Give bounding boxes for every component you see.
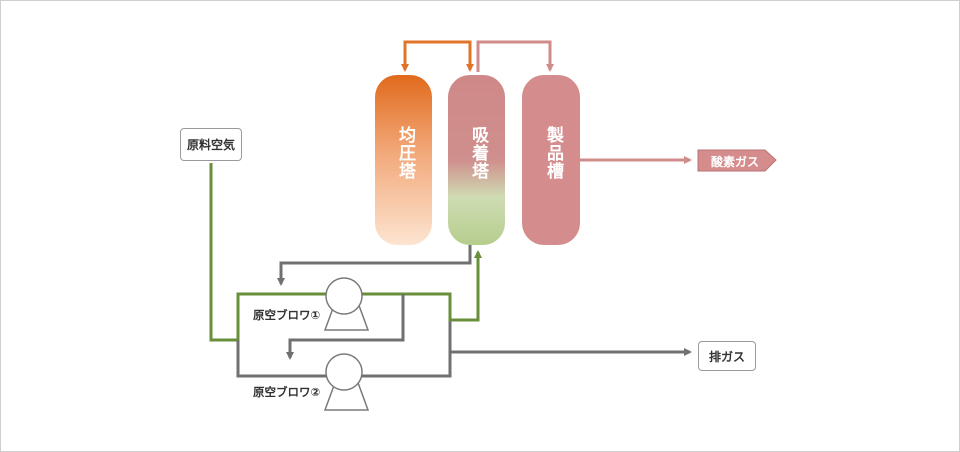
equalizer-tower <box>375 75 432 245</box>
feed-air-box: 原料空気 <box>180 128 242 161</box>
blower2-label: 原空ブロワ② <box>253 385 321 399</box>
blower-crossover-pipe <box>286 294 405 360</box>
feed-air-line <box>209 163 238 342</box>
blower2-symbol <box>323 353 370 411</box>
adsorber-exhaust-pipe <box>277 245 472 286</box>
oxygen-gas-label: 酸素ガス <box>711 155 760 169</box>
adsorber-to-product-pipe <box>476 40 554 72</box>
product-tank-label: 製品槽 <box>543 126 563 180</box>
blower1-label: 原空ブロワ① <box>253 308 321 322</box>
equalizer-to-adsorber-pipe <box>403 40 474 72</box>
blower1-symbol <box>323 277 370 331</box>
product-tank <box>522 75 580 245</box>
exhaust-gas-box: 排ガス <box>698 341 756 371</box>
adsorption-tower <box>448 75 505 245</box>
green-header-upper <box>236 250 482 340</box>
adsorption-tower-label: 吸着塔 <box>468 126 488 180</box>
oxygen-gas-output <box>697 149 777 172</box>
equalizer-tower-label: 均圧塔 <box>395 126 415 180</box>
